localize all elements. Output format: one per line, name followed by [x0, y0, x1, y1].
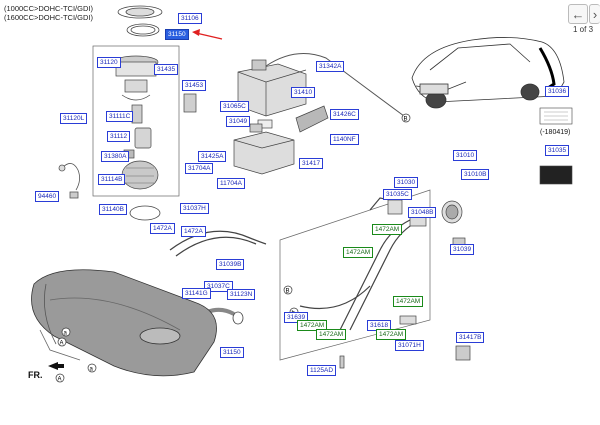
- callout-94460[interactable]: 94460: [35, 191, 60, 202]
- highlight-arrow-icon: [192, 29, 223, 40]
- callout-1472AM-5[interactable]: 1472AM: [316, 329, 347, 340]
- callout-1125AD[interactable]: 1125AD: [307, 365, 337, 376]
- callout-1472AM-4[interactable]: 1472AM: [297, 320, 328, 331]
- fuel-sender-wire: [58, 163, 80, 199]
- callout-31071H[interactable]: 31071H: [395, 340, 424, 351]
- ref-circle-a-2: [61, 327, 71, 337]
- ref-circle-a-3-text: a: [90, 367, 94, 373]
- ref-circle-b-mid: [283, 285, 293, 295]
- ref-circle-a-1: [57, 337, 67, 347]
- callout-1140NF[interactable]: 1140NF: [330, 134, 359, 145]
- callout-31106[interactable]: 31106: [178, 13, 202, 24]
- pump-cover-ring: [117, 5, 163, 37]
- vehicle-illustration: [411, 37, 565, 109]
- ref-circle-a-2-text: a: [64, 331, 68, 337]
- ref-circle-b-top-text: B: [404, 117, 408, 123]
- front-direction-label: FR.: [28, 370, 43, 380]
- front-direction-arrow-icon: [48, 362, 64, 370]
- callout-31150-highlighted[interactable]: 31150: [165, 29, 189, 40]
- callout-31417B[interactable]: 31417B: [456, 332, 485, 343]
- ref-circle-b-mid-text: B: [286, 289, 290, 295]
- callout-31453[interactable]: 31453: [182, 80, 207, 91]
- callout-31048B[interactable]: 31048B: [408, 207, 437, 218]
- filler-pipe-group-box: [279, 189, 431, 361]
- callout-31380A[interactable]: 31380A: [101, 151, 130, 162]
- right-arrow-icon: ›: [592, 7, 598, 22]
- callout-31120[interactable]: 31120: [97, 57, 121, 68]
- callout-31111C[interactable]: 31111C: [106, 111, 134, 122]
- callout-31426C[interactable]: 31426C: [330, 109, 359, 120]
- left-arrow-icon: ←: [571, 7, 585, 22]
- ref-circle-A-big-text: A: [58, 377, 62, 383]
- engine-variant-2: (1600CC>DOHC-TCI/GDI): [4, 13, 93, 22]
- callout-31435[interactable]: 31435: [154, 64, 179, 75]
- ref-circle-a-1-text: A: [60, 341, 64, 347]
- callout-1472AM-6[interactable]: 1472AM: [376, 329, 407, 340]
- callout-11704A[interactable]: 11704A: [217, 178, 245, 189]
- callout-31639[interactable]: 31639: [284, 312, 309, 323]
- page-indicator: 1 of 3: [573, 25, 594, 34]
- callout-31037C[interactable]: 31037C: [204, 281, 233, 292]
- tank-strap: [43, 283, 57, 345]
- fuel-tank: [31, 269, 217, 377]
- filler-neck-pipe: [299, 197, 421, 331]
- callout-31112[interactable]: 31112: [107, 131, 131, 142]
- callout-31150-tank[interactable]: 31150: [220, 347, 244, 358]
- callout-31120L[interactable]: 31120L: [60, 113, 88, 124]
- callout-1472AM-3[interactable]: 1472AM: [393, 296, 424, 307]
- callout-31114B[interactable]: 31114B: [98, 174, 126, 185]
- callout-31049[interactable]: 31049: [226, 116, 251, 127]
- callout-31030[interactable]: 31030: [394, 177, 419, 188]
- callout-31039B[interactable]: 31039B: [216, 259, 245, 270]
- callout-31035C[interactable]: 31035C: [383, 189, 412, 200]
- callout-1472AM-2[interactable]: 1472AM: [343, 247, 374, 258]
- date-code-note: (-180419): [540, 129, 571, 136]
- vapor-hose: [265, 53, 405, 117]
- next-page-button[interactable]: ›: [589, 4, 600, 24]
- callout-31036[interactable]: 31036: [545, 86, 570, 97]
- callout-31141G[interactable]: 31141G: [182, 288, 211, 299]
- previous-page-button[interactable]: ←: [568, 4, 588, 24]
- pump-module-group-box: [92, 45, 180, 197]
- callout-31342A[interactable]: 31342A: [316, 61, 345, 72]
- canister-assembly: [183, 59, 329, 175]
- callout-1472A-1[interactable]: 1472A: [150, 223, 175, 234]
- callout-31704A[interactable]: 31704A: [185, 163, 214, 174]
- fuel-pump-module: [113, 55, 159, 190]
- callout-31039[interactable]: 31039: [450, 244, 475, 255]
- o-ring-seal: [129, 205, 161, 221]
- callout-31010B[interactable]: 31010B: [461, 169, 490, 180]
- callout-31140B[interactable]: 31140B: [99, 204, 127, 215]
- callout-1472A-2[interactable]: 1472A: [181, 226, 206, 237]
- callout-31123N[interactable]: 31123N: [227, 289, 256, 300]
- callout-31010[interactable]: 31010: [453, 150, 478, 161]
- ref-circle-b-top: [401, 113, 411, 123]
- fuel-filler-door: [441, 200, 466, 249]
- ref-circle-a-3: [87, 363, 97, 373]
- callout-31410[interactable]: 31410: [291, 87, 316, 98]
- callout-31035[interactable]: 31035: [545, 145, 570, 156]
- hose-clamp: [232, 311, 244, 325]
- callout-31425A[interactable]: 31425A: [198, 151, 227, 162]
- callout-31417[interactable]: 31417: [299, 158, 324, 169]
- ref-circle-A-big: [55, 373, 65, 383]
- bolts: [339, 345, 471, 369]
- callout-1472AM-1[interactable]: 1472AM: [372, 224, 403, 235]
- warning-labels: [539, 107, 573, 185]
- engine-variant-1: (1000CC>DOHC-TCI/GDI): [4, 4, 93, 13]
- callout-31065C[interactable]: 31065C: [220, 101, 249, 112]
- callout-31037H[interactable]: 31037H: [180, 203, 209, 214]
